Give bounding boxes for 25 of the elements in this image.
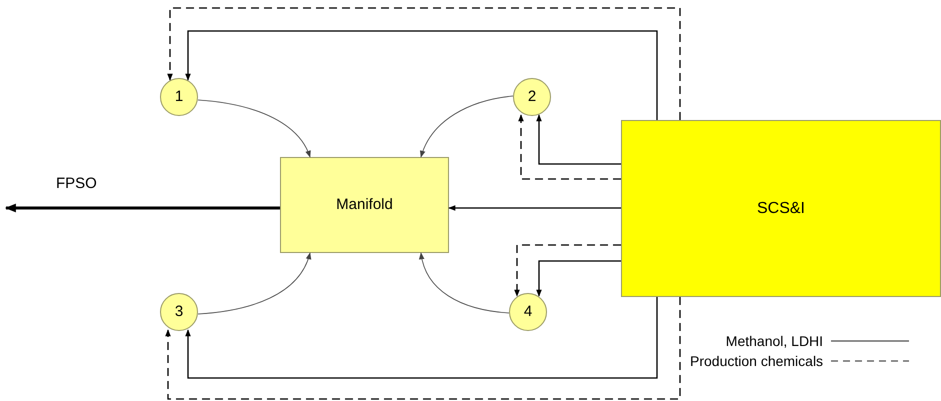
- arrow: [420, 96, 514, 158]
- thick-arrow: [4, 204, 280, 212]
- arrow: [419, 252, 510, 314]
- unit-box: [621, 120, 941, 297]
- node-label: 3: [174, 302, 184, 322]
- node-label: 1: [174, 86, 184, 107]
- edge-label: FPSO: [56, 176, 97, 191]
- manifold-box: [280, 157, 449, 253]
- arrow: [536, 260, 621, 297]
- node-label: 4: [524, 302, 532, 322]
- legend-label: Production chemicals: [690, 352, 824, 370]
- arrow: [185, 30, 658, 120]
- dashed-arrow: [518, 114, 621, 180]
- node-label: 2: [528, 86, 536, 107]
- legend-label: Methanol, LDHI: [726, 332, 824, 350]
- arrow: [198, 100, 310, 158]
- arrow: [198, 252, 311, 314]
- arrow: [536, 114, 621, 165]
- dashed-arrow: [165, 297, 681, 400]
- dashed-arrow: [514, 244, 621, 297]
- node-label: SCS&I: [756, 198, 805, 218]
- node-label: Manifold: [336, 194, 393, 215]
- arrow: [185, 297, 658, 379]
- dashed-arrow: [167, 7, 681, 120]
- arrow: [448, 205, 621, 211]
